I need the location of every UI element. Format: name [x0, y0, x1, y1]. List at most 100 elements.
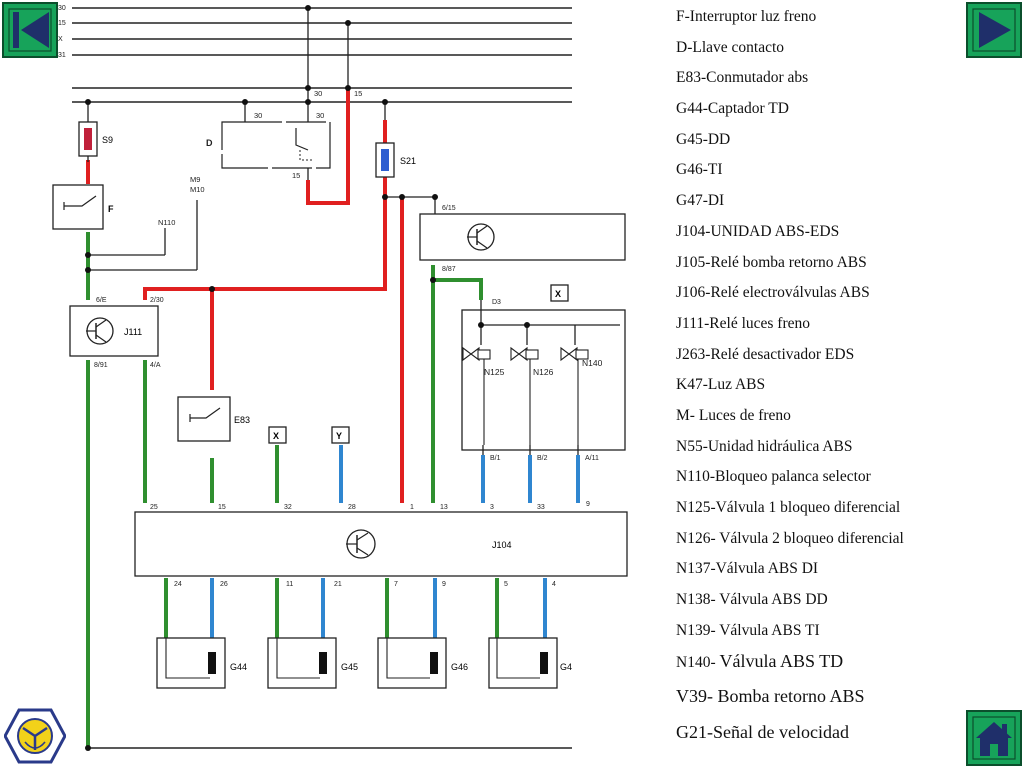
d-label: D: [206, 138, 213, 148]
svg-text:G44: G44: [230, 662, 247, 672]
svg-text:X: X: [273, 431, 279, 441]
pin-j104-26: 26: [220, 581, 228, 588]
next-slide-button[interactable]: [966, 2, 1022, 58]
pin-j104-33: 33: [537, 504, 545, 511]
legend-item: D-Llave contacto: [676, 38, 785, 56]
pin-j111-891: 8/91: [94, 362, 108, 369]
legend-item: J111-Relé luces freno: [676, 314, 810, 332]
pin-d-15: 15: [292, 171, 300, 180]
legend-item: J263-Relé desactivador EDS: [676, 345, 855, 363]
sensor-g46: G46: [377, 637, 468, 689]
pin-j104-11: 11: [286, 581, 293, 588]
pin-top-15: 15: [354, 89, 362, 98]
play-next-icon: [972, 8, 1016, 52]
legend-item: G44-Captador TD: [676, 100, 789, 118]
pin-j104-5: 5: [504, 581, 508, 588]
legend-item: E83-Conmutador abs: [676, 69, 809, 87]
pin-j104-15: 15: [218, 504, 226, 511]
pin-j104-9: 9: [586, 501, 590, 508]
brake-switch-f: F: [52, 184, 114, 230]
fuse-s21-label: S21: [400, 156, 416, 166]
pin-j104-4: 4: [552, 581, 556, 588]
control-unit-j104: J104: [134, 511, 628, 577]
terminal-x-right: X: [550, 284, 569, 302]
pin-j104-7: 7: [394, 581, 398, 588]
pin-j111-6e: 6/E: [96, 297, 107, 304]
pin-j104-21: 21: [334, 581, 342, 588]
pin-d3: D3: [492, 299, 501, 306]
pin-a11: A/11: [585, 455, 599, 462]
terminal-y-left: Y: [331, 426, 350, 444]
pin-j111-4a: 4/A: [150, 362, 161, 369]
legend-item: G47-DI: [676, 192, 725, 210]
bus-label-31: 31: [58, 52, 66, 59]
pin-j104-24: 24: [174, 581, 182, 588]
pin-j104-9b: 9: [442, 581, 446, 588]
legend-n140-code: N140-: [676, 654, 720, 672]
j111-label: J111: [124, 327, 142, 337]
pin-d-30a: 30: [254, 111, 262, 120]
fuse-s9-label: S9: [102, 135, 113, 145]
legend-item: G46-TI: [676, 161, 723, 179]
green-wires: [86, 232, 499, 748]
pin-j111-230: 2/30: [150, 297, 164, 304]
pin-top-30: 30: [314, 89, 322, 98]
valve-unit: N125 N126 N140: [461, 309, 626, 451]
legend-item: K47-Luz ABS: [676, 376, 766, 394]
legend-item: F-Interruptor luz freno: [676, 8, 817, 25]
relay-box-j105: [419, 213, 626, 261]
pin-j104-25: 25: [150, 504, 158, 511]
svg-text:X: X: [555, 289, 561, 299]
svg-text:G46: G46: [451, 662, 468, 672]
ignition-switch-d: [221, 113, 331, 180]
legend-item: N137-Válvula ABS DI: [676, 560, 819, 578]
fuse-s9: S9: [78, 121, 113, 162]
previous-slide-button[interactable]: [2, 2, 58, 58]
legend-item-n140: N140- Válvula ABS TD: [676, 648, 1016, 679]
legend-item: J105-Relé bomba retorno ABS: [676, 253, 867, 271]
pin-relay-615: 6/15: [442, 205, 456, 212]
red-wires: [86, 88, 404, 503]
legend-item: J104-UNIDAD ABS-EDS: [676, 222, 840, 240]
legend-item: N126- Válvula 2 bloqueo diferencial: [676, 529, 904, 547]
legend-item: N139- Válvula ABS TI: [676, 621, 820, 639]
terminal-x-left: X: [268, 426, 287, 444]
bus-label-30: 30: [58, 5, 66, 12]
pin-j104-32: 32: [284, 504, 292, 511]
fuse-s21: S21: [375, 142, 416, 178]
pin-j104-3: 3: [490, 504, 494, 511]
legend-item-big: G21-Señal de velocidad: [676, 722, 849, 743]
n125-label: N125: [484, 367, 505, 377]
home-button[interactable]: [966, 710, 1022, 766]
wiring-diagram: 30 15 X 31: [52, 5, 628, 751]
home-icon: [972, 716, 1016, 760]
pin-j104-13: 13: [440, 504, 448, 511]
legend-n140-desc: Válvula ABS TD: [719, 651, 844, 672]
pin-b1: B/1: [490, 455, 501, 462]
legend-item-big: V39- Bomba retorno ABS: [676, 686, 865, 707]
e83-label: E83: [234, 415, 250, 425]
relay-j111: J111: [69, 305, 159, 357]
legend-item: N125-Válvula 1 bloqueo diferencial: [676, 499, 901, 516]
bus-label-15: 15: [58, 20, 66, 27]
bus-label-x: X: [58, 36, 63, 43]
skip-previous-icon: [8, 8, 52, 52]
legend-item: N110-Bloqueo palanca selector: [676, 468, 871, 486]
blue-wires: [210, 445, 580, 638]
sensor-g45: G45: [267, 637, 358, 689]
pin-b2: B/2: [537, 455, 548, 462]
sensor-g44: G44: [156, 637, 247, 689]
legend-list: F-Interruptor luz freno D-Llave contacto…: [676, 4, 1016, 751]
legend-item: G45-DD: [676, 130, 731, 148]
switch-e83: E83: [177, 396, 250, 442]
j104-label: J104: [492, 540, 512, 550]
svg-text:Y: Y: [336, 431, 342, 441]
svg-text:G45: G45: [341, 662, 358, 672]
n126-label: N126: [533, 367, 554, 377]
pin-j104-28: 28: [348, 504, 356, 511]
svg-text:G4: G4: [560, 662, 572, 672]
n110-label: N110: [158, 218, 175, 227]
legend-item: N138- Válvula ABS DD: [676, 591, 828, 609]
sensor-g47: G4: [488, 637, 572, 689]
pin-j104-1: 1: [410, 504, 414, 511]
